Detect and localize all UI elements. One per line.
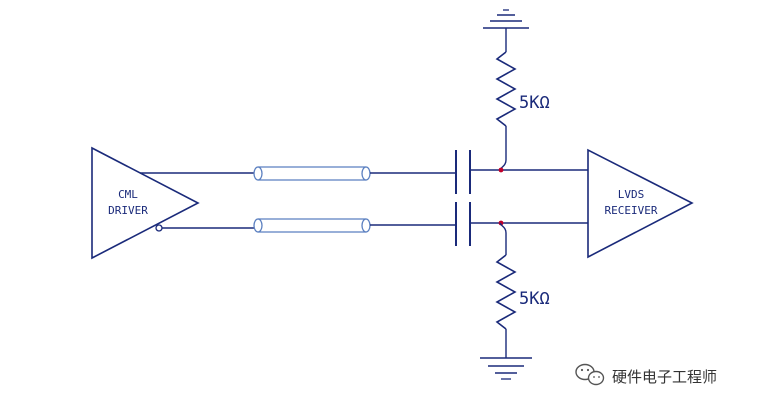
capacitor-bottom: [455, 202, 471, 246]
coax-cable-top: [253, 166, 371, 181]
driver-label-line1: CML: [118, 188, 138, 201]
capacitor-top: [455, 150, 471, 194]
watermark: 硬件电子工程师: [575, 363, 717, 386]
wire-node-hook-bottom: [499, 222, 507, 234]
receiver-label-line2: RECEIVER: [605, 204, 658, 217]
resistor-top-label: 5KΩ: [519, 93, 550, 113]
driver-label-line2: DRIVER: [108, 204, 148, 217]
wechat-icon: [575, 363, 605, 386]
ground-symbol-bottom: [480, 357, 532, 380]
resistor-bottom-label: 5KΩ: [519, 289, 550, 309]
resistor-top: [495, 51, 517, 127]
ground-symbol-top: [483, 9, 529, 29]
cml-driver: CML DRIVER: [91, 146, 200, 260]
resistor-bottom: [495, 254, 517, 330]
junction-dot-top: [498, 167, 504, 173]
driver-triangle: [91, 146, 200, 260]
lvds-receiver: LVDS RECEIVER: [587, 148, 694, 259]
watermark-text: 硬件电子工程师: [612, 368, 717, 386]
junction-dot-bottom: [498, 220, 504, 226]
receiver-triangle: [587, 148, 694, 259]
receiver-label-line1: LVDS: [618, 188, 645, 201]
coax-cable-bottom: [253, 218, 371, 233]
driver-inverting-bubble: [155, 224, 163, 232]
